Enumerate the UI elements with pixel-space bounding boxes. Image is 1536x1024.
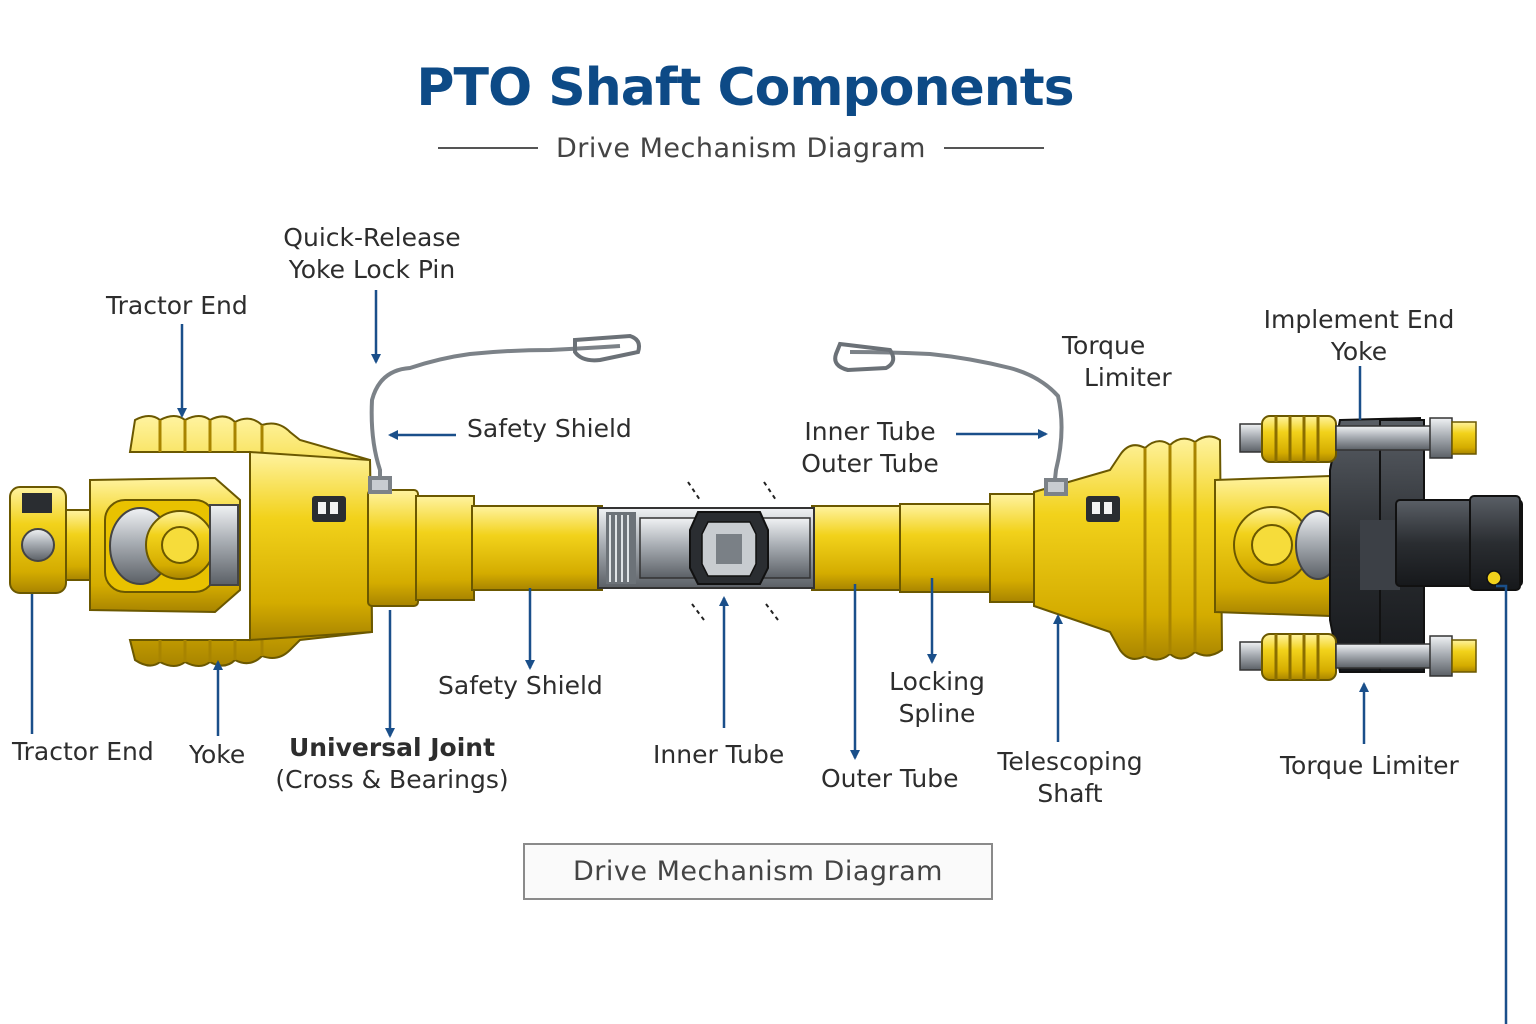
subtitle: Drive Mechanism Diagram bbox=[556, 132, 926, 164]
label-torque-limiter-bottom: Torque Limiter bbox=[1280, 751, 1459, 780]
left-bellows-shield bbox=[128, 415, 374, 667]
label-locking-spline-line2: Spline bbox=[898, 699, 976, 728]
callout-arrows bbox=[30, 290, 1508, 1024]
cutaway-inner-outer-tube bbox=[597, 481, 815, 621]
label-quick-release-line2: Yoke Lock Pin bbox=[288, 255, 456, 284]
right-bellows-shield bbox=[1033, 435, 1224, 661]
label-safety-shield-bottom: Safety Shield bbox=[438, 671, 603, 700]
label-yoke: Yoke bbox=[189, 740, 246, 769]
outer-shield-tubes bbox=[367, 489, 1035, 607]
label-locking-spline: Locking Spline bbox=[872, 666, 1002, 730]
left-safety-chain bbox=[368, 333, 641, 494]
implement-end-yoke bbox=[1214, 474, 1347, 618]
label-telescoping-shaft-line2: Shaft bbox=[1037, 779, 1103, 808]
label-telescoping-shaft-line1: Telescoping bbox=[997, 747, 1143, 776]
label-torque-limiter-top-line1: Torque bbox=[1062, 331, 1146, 360]
label-inner-outer-tube-top: Inner Tube Outer Tube bbox=[790, 416, 950, 480]
subtitle-rule-right bbox=[943, 147, 1044, 149]
label-universal-joint: Universal Joint (Cross & Bearings) bbox=[272, 732, 512, 796]
label-quick-release-line1: Quick-Release bbox=[283, 223, 461, 252]
page-title: PTO Shaft Components bbox=[416, 58, 1074, 118]
right-safety-chain bbox=[833, 341, 1068, 496]
label-outer-tube-top: Outer Tube bbox=[801, 449, 939, 478]
label-universal-joint-line1: Universal Joint bbox=[288, 733, 496, 762]
label-safety-shield-top: Safety Shield bbox=[467, 414, 632, 443]
tractor-end-yoke bbox=[9, 476, 241, 614]
torque-limiter-assembly bbox=[1239, 415, 1523, 681]
label-implement-end-yoke-line1: Implement End bbox=[1263, 305, 1455, 334]
label-tractor-end-bottom: Tractor End bbox=[12, 737, 154, 766]
label-torque-limiter-top: Torque Limiter bbox=[1062, 330, 1172, 394]
label-torque-limiter-top-line2: Limiter bbox=[1084, 363, 1172, 392]
label-inner-tube-bottom: Inner Tube bbox=[653, 740, 785, 769]
label-implement-end-yoke: Implement End Yoke bbox=[1256, 304, 1462, 368]
label-tractor-end-top: Tractor End bbox=[106, 291, 248, 320]
label-quick-release: Quick-Release Yoke Lock Pin bbox=[262, 222, 482, 286]
subtitle-rule-left bbox=[438, 147, 539, 149]
label-locking-spline-line1: Locking bbox=[889, 667, 985, 696]
label-telescoping-shaft: Telescoping Shaft bbox=[984, 746, 1156, 810]
caption-box: Drive Mechanism Diagram bbox=[523, 843, 993, 900]
label-universal-joint-line2: (Cross & Bearings) bbox=[275, 765, 509, 794]
subtitle-row: Drive Mechanism Diagram bbox=[438, 130, 1044, 166]
arrow-pto-stub bbox=[1496, 584, 1508, 1024]
label-implement-end-yoke-line2: Yoke bbox=[1330, 337, 1388, 366]
label-inner-tube-top: Inner Tube bbox=[804, 417, 936, 446]
label-outer-tube-bottom: Outer Tube bbox=[821, 764, 959, 793]
